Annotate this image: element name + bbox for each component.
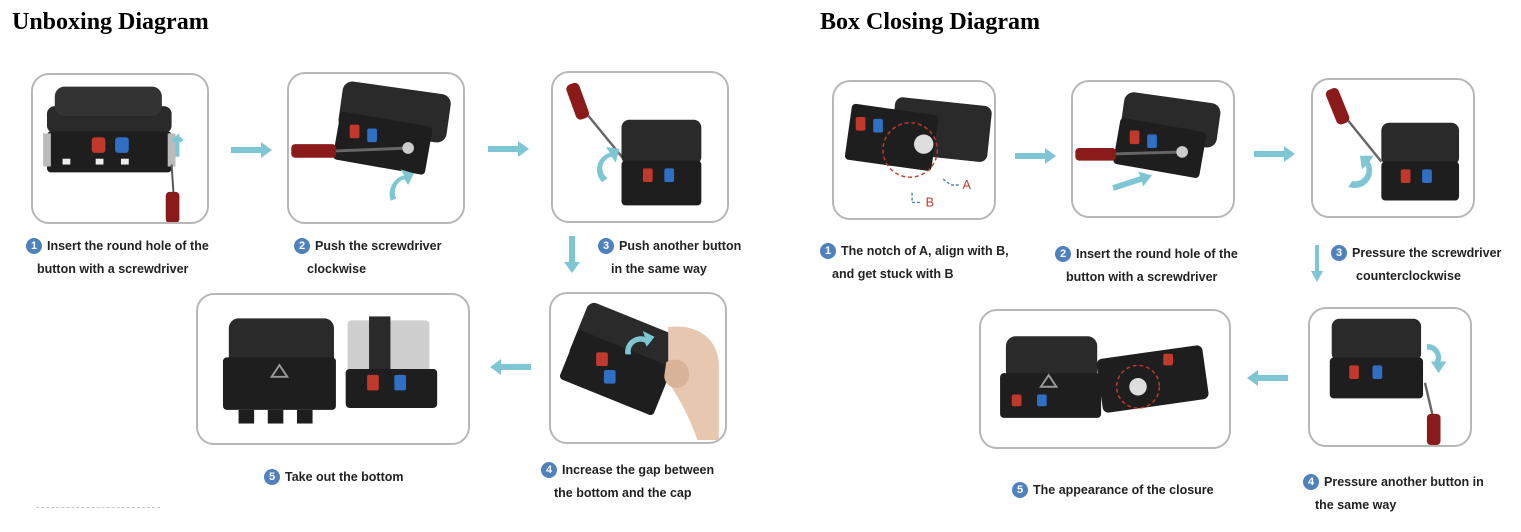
closing-step2-caption: 2 Insert the round hole of the button wit… (1055, 243, 1238, 289)
closing-step5-caption: 5 The appearance of the closure (1012, 479, 1214, 502)
caption-line: Push another button (619, 239, 742, 253)
unboxing-step2-image (287, 72, 465, 224)
closing-step5-image (979, 309, 1231, 449)
unboxing-step5-caption: 5 Take out the bottom (264, 466, 404, 489)
right-arrow-icon (1015, 147, 1057, 165)
down-arrow-icon (563, 236, 581, 274)
callout-label-a: A (963, 178, 972, 192)
step-number-badge: 3 (1331, 245, 1347, 261)
right-arrow-icon (231, 141, 273, 159)
step-number-badge: 2 (1055, 246, 1071, 262)
step-number-badge: 4 (541, 462, 557, 478)
closing-step1-caption: 1 The notch of A, align with B, and get s… (820, 240, 1009, 286)
box-closing-title: Box Closing Diagram (820, 9, 1041, 35)
left-arrow-icon (489, 358, 531, 376)
closing-step4-caption: 4 Pressure another button in the same way (1303, 471, 1484, 517)
step-number-badge: 2 (294, 238, 310, 254)
callout-label-b: B (926, 195, 934, 209)
unboxing-step5-image (196, 293, 470, 445)
caption-line: in the same way (611, 262, 707, 276)
caption-line: The notch of A, align with B, (841, 244, 1009, 258)
closing-step1-image: A B (832, 80, 996, 220)
caption-line: button with a screwdriver (1066, 270, 1218, 284)
unboxing-step4-image (549, 292, 727, 444)
unboxing-step2-caption: 2 Push the screwdriver clockwise (294, 235, 441, 281)
caption-line: counterclockwise (1356, 269, 1461, 283)
closing-step4-image (1308, 307, 1472, 447)
step-number-badge: 1 (820, 243, 836, 259)
step-number-badge: 5 (1012, 482, 1028, 498)
unboxing-step1-caption: 1 Insert the round hole of the button wit… (26, 235, 209, 281)
left-arrow-icon (1246, 369, 1288, 387)
step-number-badge: 1 (26, 238, 42, 254)
caption-line: Pressure the screwdriver (1352, 246, 1502, 260)
step-number-badge: 5 (264, 469, 280, 485)
unboxing-title: Unboxing Diagram (12, 9, 209, 35)
caption-line: Insert the round hole of the (1076, 247, 1238, 261)
closing-step2-image (1071, 80, 1235, 218)
caption-line: Increase the gap between (562, 463, 715, 477)
unboxing-step3-caption: 3 Push another button in the same way (598, 235, 741, 281)
caption-line: Take out the bottom (285, 470, 404, 484)
caption-line: button with a screwdriver (37, 262, 189, 276)
down-arrow-icon (1310, 245, 1324, 283)
unboxing-step1-image (31, 73, 209, 224)
step-number-badge: 4 (1303, 474, 1319, 490)
caption-line: Pressure another button in (1324, 475, 1484, 489)
step-number-badge: 3 (598, 238, 614, 254)
caption-line: the bottom and the cap (554, 486, 692, 500)
closing-step3-image (1311, 78, 1475, 218)
caption-line: and get stuck with B (832, 267, 954, 281)
caption-line: Push the screwdriver (315, 239, 442, 253)
right-arrow-icon (488, 140, 530, 158)
caption-line: clockwise (307, 262, 367, 276)
caption-line: Insert the round hole of the (47, 239, 209, 253)
unboxing-step4-caption: 4 Increase the gap between the bottom and… (541, 459, 714, 505)
closing-step3-caption: 3 Pressure the screwdriver counterclockwi… (1331, 242, 1501, 288)
right-arrow-icon (1254, 145, 1296, 163)
dashed-divider (36, 507, 160, 508)
caption-line: The appearance of the closure (1033, 483, 1214, 497)
caption-line: the same way (1315, 498, 1397, 512)
unboxing-step3-image (551, 71, 729, 223)
